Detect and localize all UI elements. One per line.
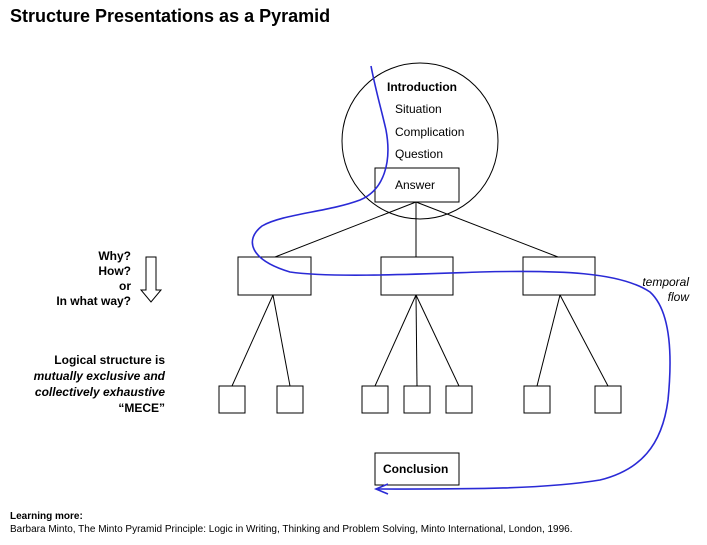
introduction-heading: Introduction xyxy=(387,80,457,94)
level-3-box xyxy=(523,385,551,414)
down-arrow-icon xyxy=(139,256,163,303)
question-or: or xyxy=(119,279,131,293)
level-2-box-left xyxy=(237,256,312,296)
introduction-circle xyxy=(341,62,499,220)
intro-item-question: Question xyxy=(395,147,443,161)
question-labels: Why? How? or In what way? xyxy=(56,249,131,308)
level-3-box xyxy=(403,385,431,414)
footer-citation: Barbara Minto, The Minto Pyramid Princip… xyxy=(10,524,573,535)
intro-item-complication: Complication xyxy=(395,125,464,139)
level-3-box xyxy=(445,385,473,414)
level-2-connectors xyxy=(231,294,609,387)
temporal-label-1: temporal xyxy=(642,275,689,289)
logic-labels: Logical structure is mutually exclusive … xyxy=(34,353,166,415)
level-2-box-center xyxy=(380,256,454,296)
level-1-connectors xyxy=(274,201,559,258)
temporal-label-2: flow xyxy=(668,290,691,304)
question-in-what-way: In what way? xyxy=(56,294,131,308)
question-why: Why? xyxy=(98,249,131,263)
footer: Learning more: Barbara Minto, The Minto … xyxy=(10,510,573,536)
logic-acronym: “MECE” xyxy=(118,401,165,415)
level-3-box xyxy=(276,385,304,414)
temporal-flow-curve xyxy=(251,65,671,490)
question-how: How? xyxy=(98,264,131,278)
footer-label: Learning more: xyxy=(10,511,83,522)
intro-item-situation: Situation xyxy=(395,102,442,116)
level-3-box xyxy=(218,385,246,414)
answer-label: Answer xyxy=(395,178,435,192)
logic-line-2: collectively exhaustive xyxy=(35,385,165,399)
level-2-box-right xyxy=(522,256,596,296)
conclusion-label: Conclusion xyxy=(383,462,448,476)
level-3-box xyxy=(361,385,389,414)
flow-arrowhead-icon xyxy=(373,483,389,495)
level-3-box xyxy=(594,385,622,414)
page-title: Structure Presentations as a Pyramid xyxy=(10,6,331,26)
logic-line-1: mutually exclusive and xyxy=(34,369,166,383)
level-3-boxes xyxy=(218,385,622,414)
conclusion-box xyxy=(374,452,460,486)
answer-box xyxy=(374,167,460,203)
logic-heading: Logical structure is xyxy=(54,353,165,367)
